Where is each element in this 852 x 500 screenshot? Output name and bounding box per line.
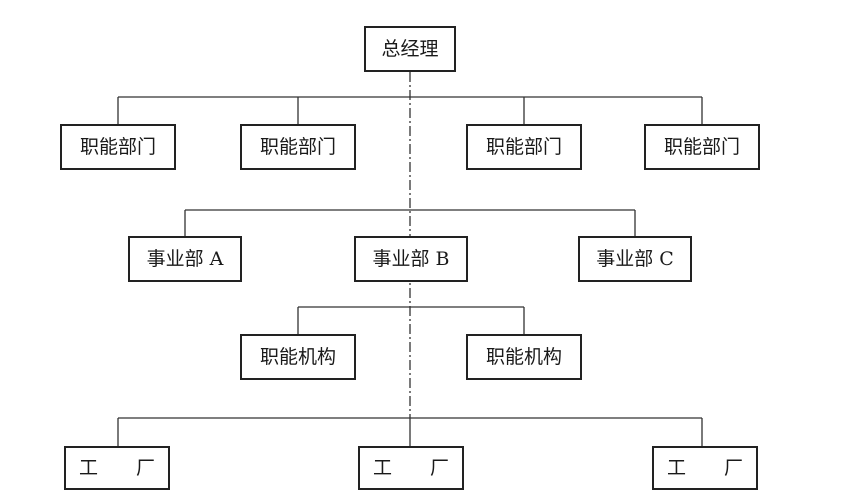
factory-box: 工 厂	[64, 446, 170, 490]
factory-box: 工 厂	[652, 446, 758, 490]
functional-department-box: 职能部门	[466, 124, 582, 170]
functional-department-box: 职能部门	[644, 124, 760, 170]
division-c-box: 事业部 C	[578, 236, 692, 282]
factory-box: 工 厂	[358, 446, 464, 490]
functional-body-box: 职能机构	[466, 334, 582, 380]
functional-department-box: 职能部门	[240, 124, 356, 170]
division-b-box: 事业部 B	[354, 236, 468, 282]
division-a-box: 事业部 A	[128, 236, 242, 282]
general-manager-box: 总经理	[364, 26, 456, 72]
functional-department-box: 职能部门	[60, 124, 176, 170]
functional-body-box: 职能机构	[240, 334, 356, 380]
